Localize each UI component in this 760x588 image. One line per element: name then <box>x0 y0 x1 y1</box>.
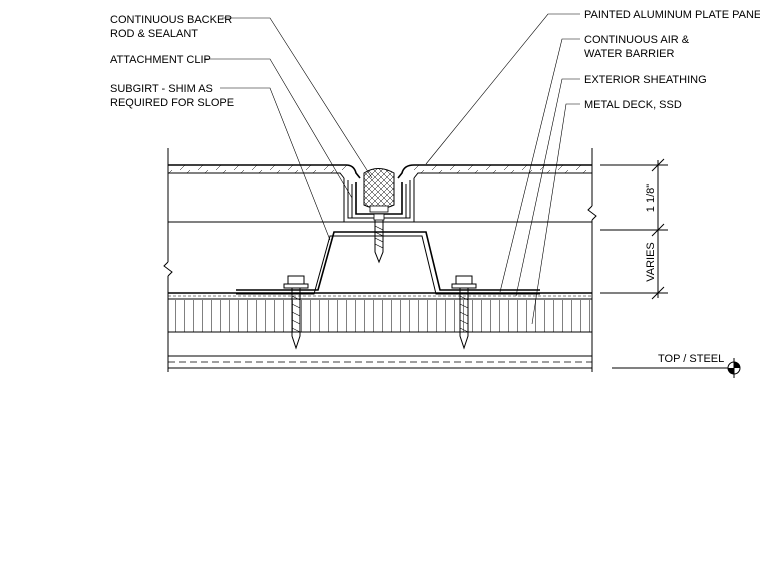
left-break-line <box>163 148 173 372</box>
datum-marker <box>612 358 741 378</box>
right-break-line <box>587 148 597 372</box>
aluminum-panel-right <box>397 164 592 179</box>
aluminum-panel-left <box>168 164 361 179</box>
leader-air-barrier <box>499 38 580 293</box>
metal-deck <box>168 300 592 333</box>
datum-label: TOP / STEEL <box>658 353 724 365</box>
callout-metal-deck: METAL DECK, SSD <box>584 99 682 111</box>
exterior-sheathing <box>168 292 592 300</box>
backer-rod-sealant <box>363 168 395 213</box>
dimension-line <box>600 158 668 300</box>
callout-backer-rod-line2: ROD & SEALANT <box>110 28 198 40</box>
callout-attachment-clip: ATTACHMENT CLIP <box>110 54 211 66</box>
callout-subgirt-line1: SUBGIRT - SHIM AS <box>110 83 213 95</box>
callout-subgirt-line2: REQUIRED FOR SLOPE <box>110 97 234 109</box>
callout-backer-rod-line1: CONTINUOUS BACKER <box>110 14 232 26</box>
callout-air-barrier-line2: WATER BARRIER <box>584 48 675 60</box>
dimension-panel-depth: 1 1/8" <box>645 184 657 212</box>
leader-backer-rod <box>222 17 373 179</box>
leader-subgirt <box>220 87 331 241</box>
leader-attachment-clip <box>204 58 353 199</box>
clip-screw <box>373 213 385 264</box>
leader-metal-deck <box>531 103 580 325</box>
leader-panel <box>425 13 580 165</box>
top-of-steel-line <box>168 355 592 369</box>
dimension-subgirt-depth: VARIES <box>645 242 657 282</box>
deck-fastener-left <box>283 275 309 350</box>
callout-sheathing: EXTERIOR SHEATHING <box>584 74 707 86</box>
subgirt-hat-channel <box>236 231 540 295</box>
leader-sheathing <box>515 78 580 297</box>
callout-panel: PAINTED ALUMINUM PLATE PANEL <box>584 9 760 21</box>
callout-air-barrier-line1: CONTINUOUS AIR & <box>584 34 690 46</box>
deck-fastener-right <box>451 275 477 350</box>
